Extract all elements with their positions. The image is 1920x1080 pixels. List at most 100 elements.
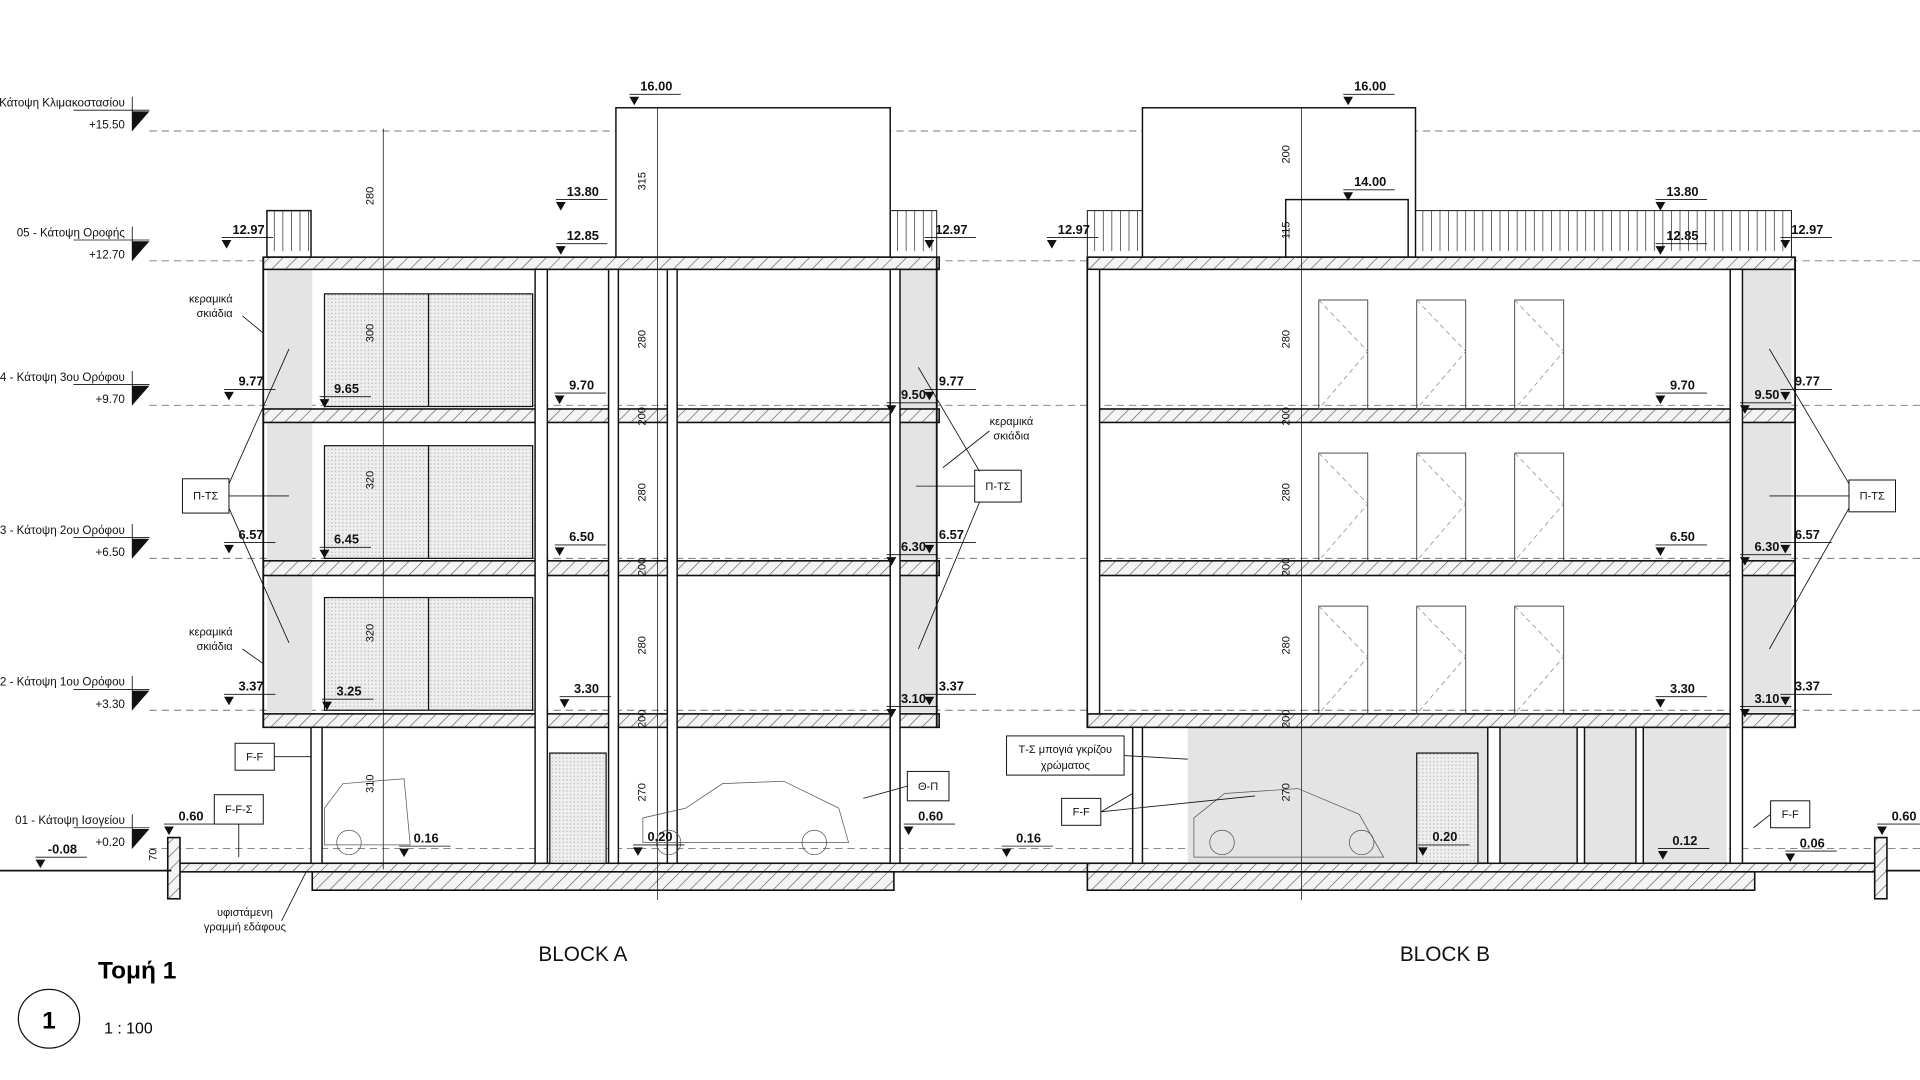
elevation-marker: 12.85 [555,228,608,255]
material-tag-label: Θ-Π [918,781,938,793]
elevation-marker: 12.85 [1655,228,1707,255]
elevation-marker: -0.08 [35,841,87,869]
annotation-text: σκιάδια [993,431,1030,443]
annotation-text: κεραμικά [189,293,233,305]
block-b-label: BLOCK B [1400,943,1490,966]
elevation-marker: 6.50 [1655,529,1707,556]
dimension-label: 200 [636,407,648,425]
elevation-marker: 13.80 [555,184,608,211]
elevation-triangle-icon [1785,853,1796,863]
dimension-label: 70 [148,849,160,861]
dimension-label: 315 [636,172,648,190]
elevation-marker: 9.50 [886,387,938,414]
annotation-text: κεραμικά [990,416,1034,428]
material-tag: Π-ΤΣ [181,478,230,514]
elevation-triangle-icon [319,399,330,408]
elevation-triangle-icon [1740,557,1750,566]
tag-grey-paint: Τ-Σ μπογιά γκρίζου χρώματος [1006,735,1188,776]
elevation-marker: 6.57 [224,527,276,554]
elevation-marker: 9.50 [1740,387,1792,414]
annotation-text: σκιάδια [197,641,234,653]
elevation-value: 9.65 [334,381,359,396]
section-name: Τομή 1 [98,957,176,984]
elevation-triangle-icon [886,557,897,566]
elevation-value: 9.77 [239,374,264,389]
material-tag-label: Π-ΤΣ [985,481,1010,493]
elevation-marker: 0.06 [1785,835,1837,863]
elevation-triangle-icon [399,848,409,858]
elevation-triangle-icon [1655,699,1666,708]
level-name: 05 - Κάτοψη Οροφής [17,226,126,239]
elevation-triangle-icon [554,395,565,405]
elevation-triangle-icon [629,96,640,106]
elevation-marker: 12.97 [221,222,274,249]
elevation-value: 6.45 [334,532,359,547]
annotation-text: κεραμικά [189,627,233,639]
elevation-marker: 0.16 [1001,830,1054,858]
elevation-value: 9.77 [1795,374,1820,389]
roof-railings [266,210,1792,258]
material-tag-label: F-F [246,751,263,763]
elevation-value: 0.06 [1800,835,1825,850]
elevation-triangle-icon [224,696,234,706]
elevation-triangle-icon [1343,96,1354,106]
material-tag: F-F [234,742,275,771]
annotation-text: υφιστάμενη [217,907,273,919]
level-elevation: +0.20 [95,836,125,849]
block-a-label: BLOCK A [538,943,627,966]
elevation-value: 0.60 [179,808,204,823]
elevation-value: 3.30 [574,681,599,696]
dimension-label: 200 [1280,558,1292,576]
elevation-marker: 3.37 [924,679,976,706]
elevation-marker: 9.65 [319,381,372,408]
elevation-triangle-icon [1343,192,1354,201]
level-elevation: +12.70 [89,248,125,261]
level-elevation: +3.30 [95,698,125,711]
car-icon [324,778,1385,858]
elevation-triangle-icon [1001,848,1012,858]
tag-grey-paint-line2: χρώματος [1041,760,1090,772]
elevation-triangle-icon [224,544,234,554]
elevation-value: 16.00 [1354,79,1386,94]
block-b-structure [1086,107,1888,900]
elevation-value: 6.30 [1754,539,1779,554]
elevation-value: 0.20 [1432,829,1457,844]
elevation-marker: 6.50 [554,529,607,556]
elevation-marker: 3.37 [224,679,276,706]
material-tag-label: F-F [1782,809,1799,821]
elevation-value: 3.37 [239,679,264,694]
elevation-marker: 0.20 [633,829,685,856]
tag-grey-paint-line1: Τ-Σ μπογιά γκρίζου [1019,744,1113,756]
elevation-triangle-icon [1046,240,1057,249]
elevation-marker: 0.20 [1417,829,1470,856]
level-name: 4 - Κάτοψη 3ου Ορόφου [0,371,125,384]
elevation-marker: 3.37 [1780,679,1832,706]
annotation-ground-line: υφιστάμενη γραμμή εδάφους [204,871,307,934]
annotation-tiles: κεραμικά σκιάδια κεραμικά σκιάδια κεραμι… [189,293,1034,665]
elevation-value: 9.50 [1754,387,1779,402]
elevation-marker: 13.80 [1655,184,1707,211]
dimension-label: 320 [364,471,376,489]
elevation-value: 12.85 [567,228,599,243]
elevation-value: 6.57 [939,527,964,542]
material-tag: F-F [1770,800,1811,829]
elevation-marker: 3.10 [886,691,938,718]
elevation-triangle-icon [1780,696,1791,706]
elevation-marker: 9.70 [1655,377,1707,405]
elevation-triangle-icon [924,696,935,706]
elevation-value: 6.57 [239,527,264,542]
material-tag: Θ-Π [906,770,950,802]
dimension-label: 280 [636,330,648,348]
elevation-triangle-icon [1417,847,1428,856]
elevation-triangle-icon [224,391,234,401]
dimension-label: 200 [636,710,648,728]
material-tag: Π-ΤΣ [974,469,1022,503]
dimension-label: 280 [636,483,648,501]
elevation-triangle-icon [554,547,565,556]
elevation-triangle-icon [1877,826,1887,836]
elevation-marker: 12.97 [924,222,976,249]
elevation-value: 6.30 [901,539,926,554]
